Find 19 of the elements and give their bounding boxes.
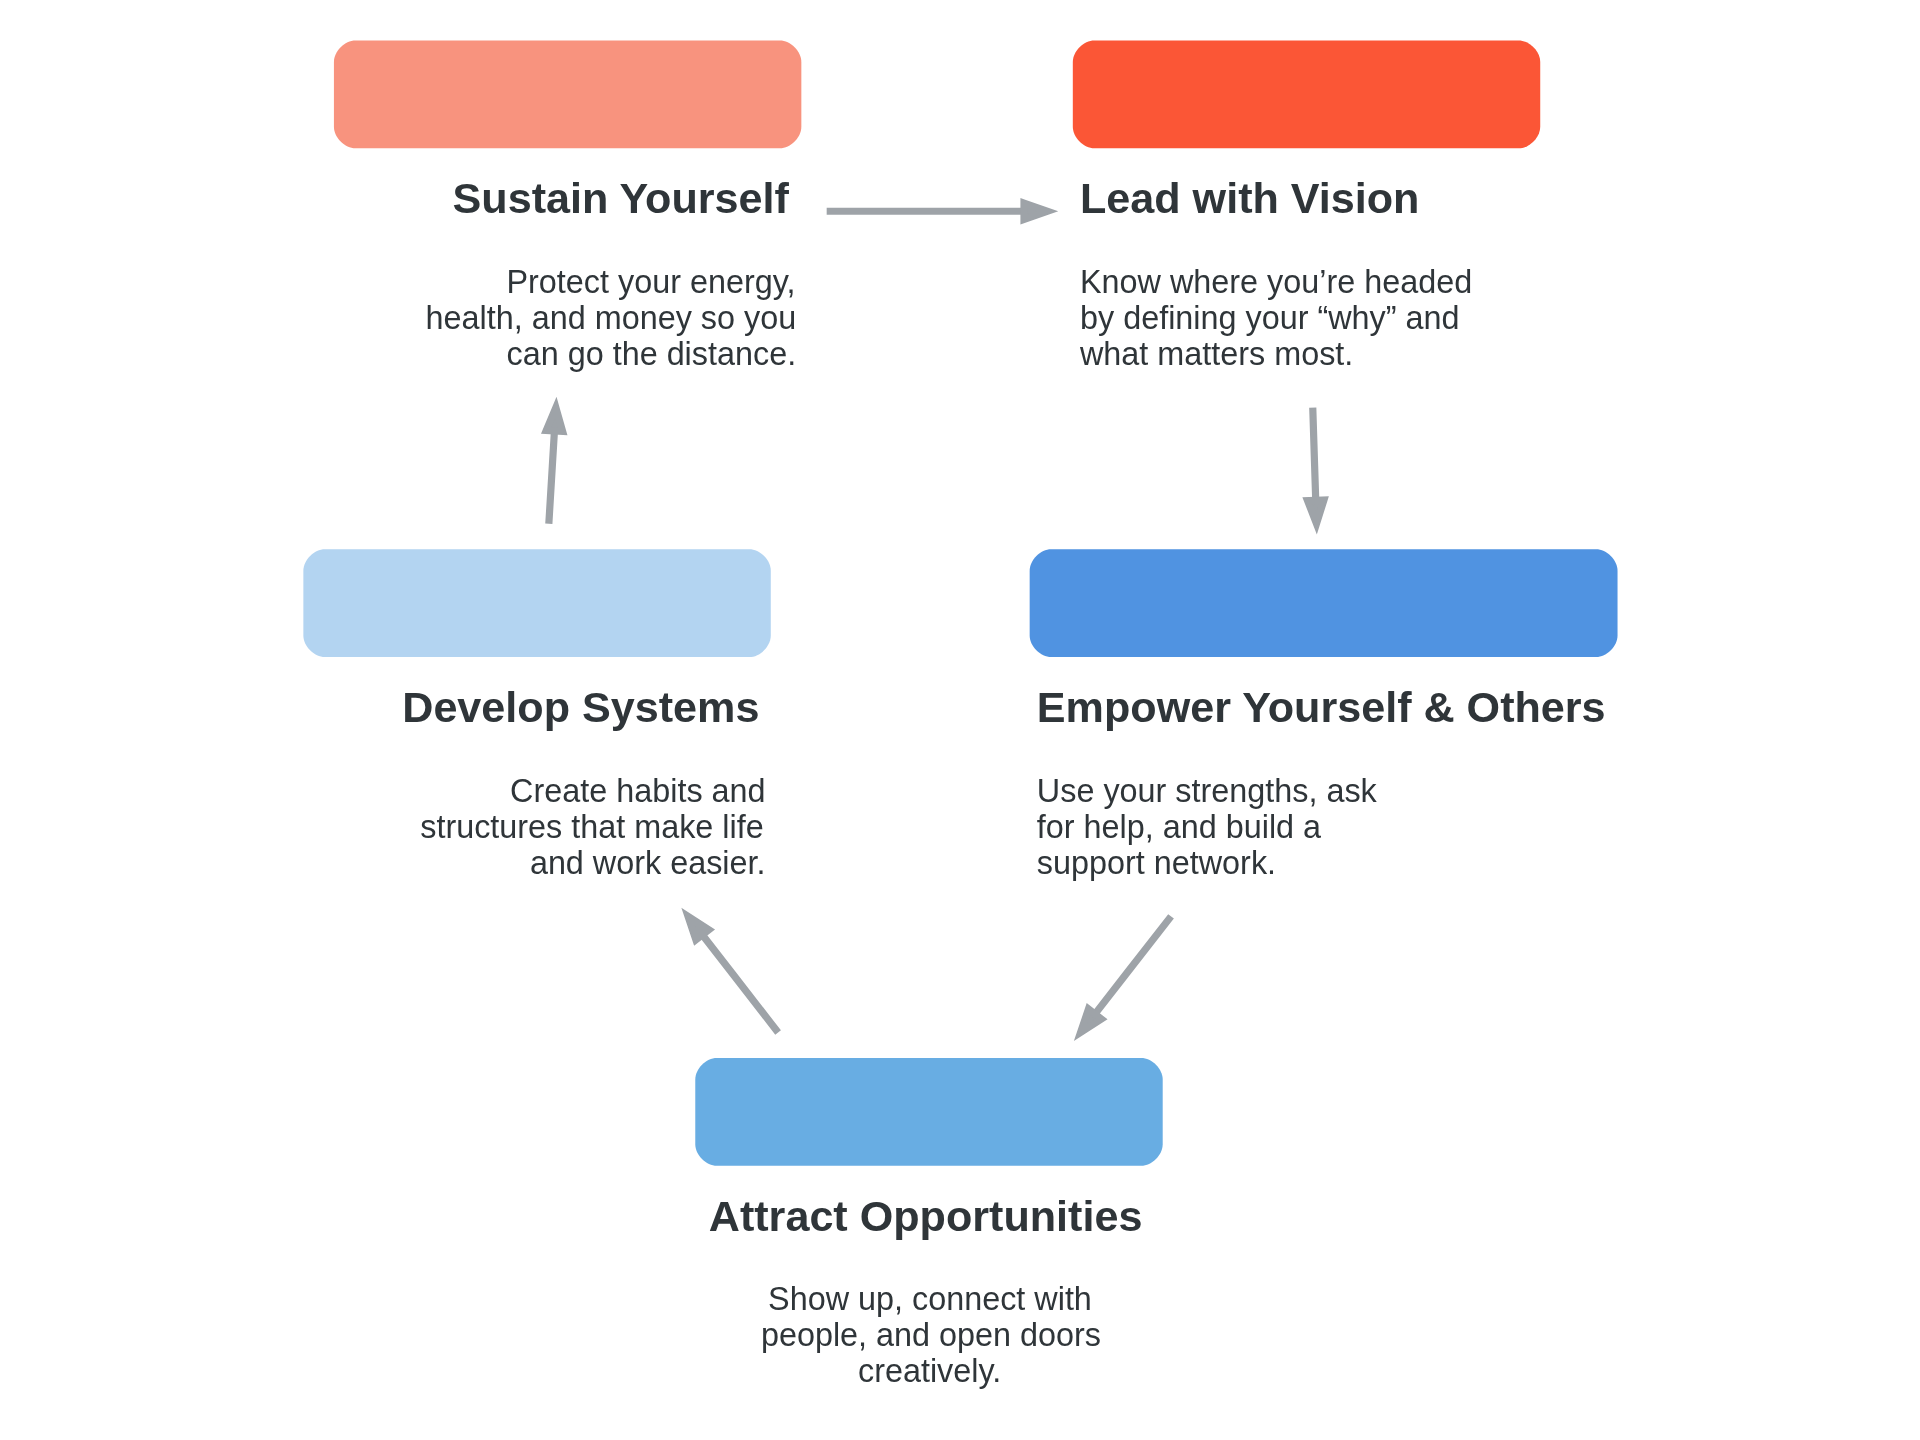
node-box — [1072, 40, 1541, 149]
node-label: Sustain Yourself — [452, 174, 789, 223]
node-label: Know where you’re headed by defining your “why” and what matters most. — [1080, 263, 1473, 372]
node-label: Protect your energy, health, and money so you can go the distance. — [425, 263, 797, 372]
node-label: Show up, connect with people, and open doors creatively. — [760, 1281, 1101, 1390]
arrow — [826, 198, 1059, 225]
node-label: Empower Yourself & Others — [1036, 683, 1606, 732]
arrow — [1302, 407, 1329, 535]
node-label: Attract Opportunities — [708, 1191, 1143, 1240]
node-box — [695, 1058, 1163, 1166]
node-box — [303, 549, 771, 658]
node-label: Develop Systems — [402, 683, 760, 732]
node-box — [333, 40, 802, 149]
node-box — [1029, 549, 1618, 658]
node-label: Create habits and structures that make life and work easier. — [420, 772, 766, 881]
node-label: Use your strengths, ask for help, and build a support network. — [1036, 772, 1377, 881]
node-label: Lead with Vision — [1080, 174, 1420, 223]
arrow — [681, 907, 781, 1035]
arrow — [1073, 914, 1174, 1042]
